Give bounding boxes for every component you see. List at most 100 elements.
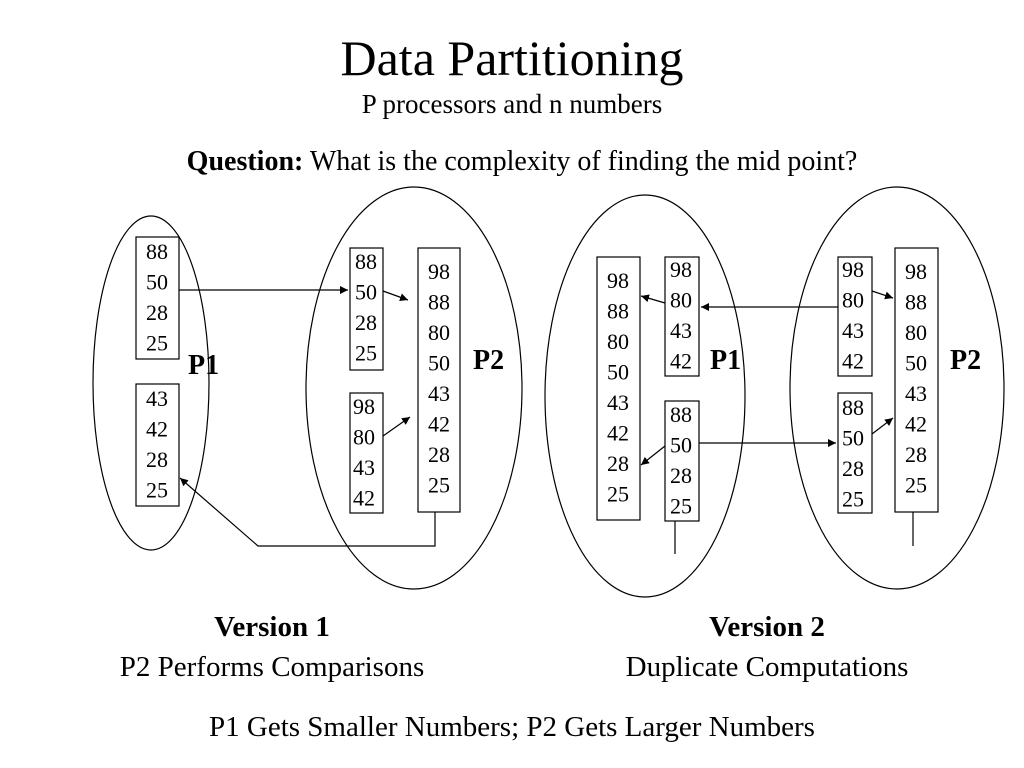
list-number: 88 <box>428 290 450 315</box>
list-number: 98 <box>607 268 629 293</box>
list-number: 28 <box>670 463 692 488</box>
question-label: Question: <box>186 146 304 177</box>
question-line: Question: What is the complexity of find… <box>0 148 1024 176</box>
list-number: 42 <box>353 486 375 511</box>
v1-return-arrow <box>179 477 436 547</box>
v1-p2-label: P2 <box>473 345 504 376</box>
list-number: 28 <box>146 447 168 472</box>
list-number: 98 <box>353 394 375 419</box>
list-number: 88 <box>355 249 377 274</box>
list-number: 42 <box>146 417 168 442</box>
list-number: 25 <box>607 482 629 507</box>
v2-p1-own-list: 88 50 28 25 <box>670 402 692 519</box>
list-number: 80 <box>842 288 864 313</box>
list-number: 28 <box>905 442 927 467</box>
list-number: 50 <box>146 270 168 295</box>
list-number: 98 <box>428 259 450 284</box>
list-number: 25 <box>428 473 450 498</box>
list-number: 98 <box>842 257 864 282</box>
list-number: 50 <box>670 433 692 458</box>
v1-p1-top-box <box>135 236 180 360</box>
list-number: 28 <box>428 442 450 467</box>
v2-p1-received-list: 98 80 43 42 <box>670 257 692 374</box>
list-number: 25 <box>146 478 168 503</box>
list-number: 88 <box>905 290 927 315</box>
list-number: 25 <box>905 473 927 498</box>
list-number: 42 <box>670 349 692 374</box>
slide-title: Data Partitioning <box>340 30 684 86</box>
list-number: 43 <box>428 381 450 406</box>
list-number: 98 <box>670 257 692 282</box>
list-number: 88 <box>607 299 629 324</box>
list-number: 43 <box>607 390 629 415</box>
list-number: 88 <box>842 395 864 420</box>
v1-p2-upper-list: 88 50 28 25 <box>355 249 377 366</box>
list-number: 28 <box>842 456 864 481</box>
v2-p2-upper-merge-arrow <box>871 290 894 300</box>
v2-p2-received-box <box>837 392 873 514</box>
list-number: 43 <box>842 318 864 343</box>
list-number: 28 <box>146 300 168 325</box>
v2-p2-ellipse <box>789 186 1005 590</box>
list-number: 80 <box>905 320 927 345</box>
v2-p2-label: P2 <box>950 345 981 376</box>
v2-p2-lower-merge-arrow <box>871 417 894 435</box>
v1-p2-ellipse <box>305 186 523 590</box>
list-number: 80 <box>607 329 629 354</box>
list-number: 25 <box>842 487 864 512</box>
list-number: 50 <box>355 280 377 305</box>
list-number: 80 <box>353 425 375 450</box>
list-number: 80 <box>670 288 692 313</box>
v1-p1-bottom-box <box>135 383 180 507</box>
v2-p2-received-list: 88 50 28 25 <box>842 395 864 512</box>
list-number: 42 <box>842 349 864 374</box>
v1-p2-upper-box <box>349 247 384 371</box>
v1-p2-merged-box <box>417 247 461 513</box>
v2-p1-own-box <box>664 400 700 522</box>
v2-p1-received-box <box>664 256 700 377</box>
version1-title: Version 1 <box>214 611 330 643</box>
v1-upper-merge-arrow <box>382 290 409 302</box>
v1-p1-ellipse <box>92 215 210 551</box>
list-number: 98 <box>905 259 927 284</box>
v2-p1-merged-box <box>596 256 641 521</box>
list-number: 50 <box>607 360 629 385</box>
list-number: 43 <box>905 381 927 406</box>
list-number: 42 <box>428 412 450 437</box>
list-number: 42 <box>607 421 629 446</box>
list-number: 43 <box>670 318 692 343</box>
list-number: 28 <box>355 310 377 335</box>
v2-p1-merged-list: 98 88 80 50 43 42 28 25 <box>607 268 629 507</box>
v2-p1-lower-merge-arrow <box>640 445 666 466</box>
v2-p2-merged-box <box>894 247 939 513</box>
list-number: 50 <box>905 351 927 376</box>
v2-p2-own-list: 98 80 43 42 <box>842 257 864 374</box>
list-number: 28 <box>607 451 629 476</box>
slide-subtitle: P processors and n numbers <box>361 89 663 119</box>
version2-subtitle: Duplicate Computations <box>625 651 909 683</box>
list-number: 50 <box>842 426 864 451</box>
footer-note: P1 Gets Smaller Numbers; P2 Gets Larger … <box>209 711 815 743</box>
v1-lower-merge-arrow <box>382 416 411 437</box>
v2-p2-own-box <box>837 256 873 377</box>
list-number: 80 <box>428 320 450 345</box>
list-number: 42 <box>905 412 927 437</box>
list-number: 43 <box>353 455 375 480</box>
version2-title: Version 2 <box>709 611 825 643</box>
list-number: 25 <box>355 341 377 366</box>
v2-p1-upper-merge-arrow <box>640 294 666 304</box>
v1-p1-top-list: 88 50 28 25 <box>146 239 168 356</box>
list-number: 25 <box>146 331 168 356</box>
v1-p2-lower-list: 98 80 43 42 <box>353 394 375 511</box>
question-text: What is the complexity of finding the mi… <box>309 146 858 177</box>
v1-p1-label: P1 <box>188 350 219 381</box>
v2-p1-ellipse <box>544 194 746 598</box>
list-number: 25 <box>670 494 692 519</box>
list-number: 88 <box>670 402 692 427</box>
list-number: 88 <box>146 239 168 264</box>
v2-p2-merged-list: 98 88 80 50 43 42 28 25 <box>905 259 927 498</box>
